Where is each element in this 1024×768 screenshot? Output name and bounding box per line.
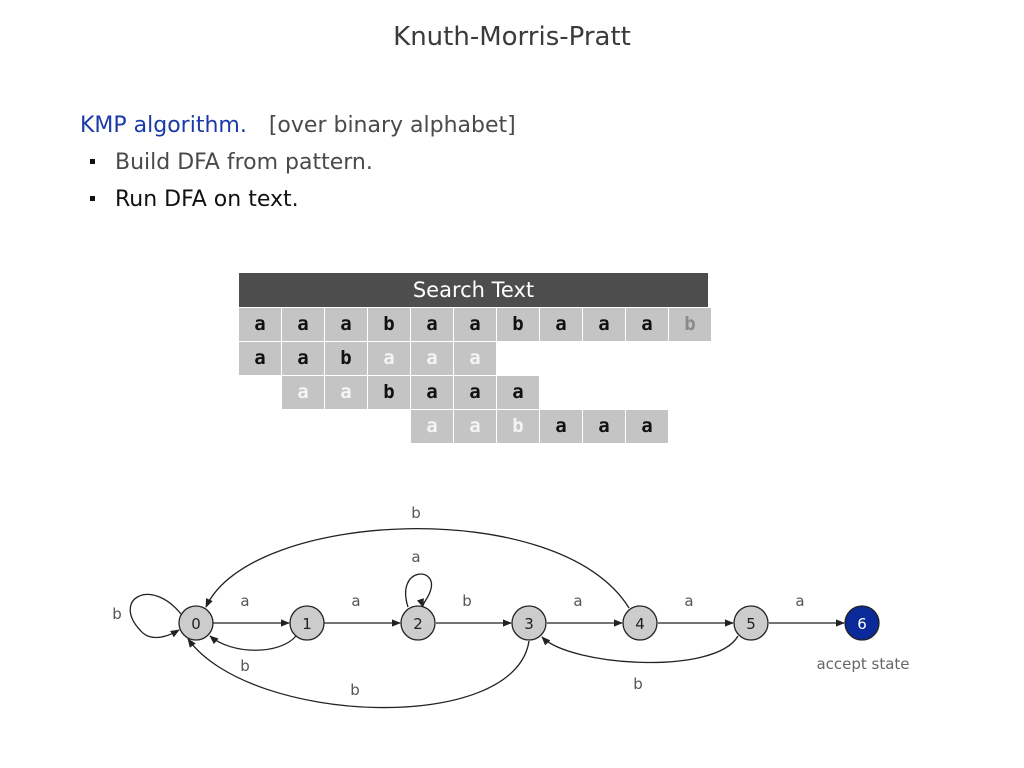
label-t10: b xyxy=(240,657,250,675)
state-2: 2 xyxy=(400,605,436,641)
label-t30: b xyxy=(350,681,360,699)
label-t00: b xyxy=(112,605,122,623)
text-cell: b xyxy=(497,410,539,443)
section-heading: KMP algorithm. [over binary alphabet] xyxy=(80,113,516,138)
edge-5-3 xyxy=(541,635,739,664)
edge-1-0 xyxy=(209,635,297,651)
text-cell: a xyxy=(411,342,453,375)
label-t01: a xyxy=(240,592,249,610)
svg-text:5: 5 xyxy=(746,615,756,633)
text-cell: a xyxy=(239,342,281,375)
svg-text:6: 6 xyxy=(857,615,867,633)
text-cell: b xyxy=(669,308,711,341)
text-cell: a xyxy=(325,308,367,341)
text-cell: a xyxy=(454,376,496,409)
label-t12: a xyxy=(351,592,360,610)
text-cell: b xyxy=(325,342,367,375)
label-t45: a xyxy=(684,592,693,610)
text-cell: a xyxy=(325,376,367,409)
svg-text:0: 0 xyxy=(191,615,201,633)
edge-3-0 xyxy=(187,638,530,709)
bullet-item: Run DFA on text. xyxy=(90,187,299,212)
text-cell: a xyxy=(454,342,496,375)
text-cell: a xyxy=(540,308,582,341)
text-cell: a xyxy=(411,376,453,409)
bullet-icon xyxy=(90,158,95,164)
bullet-icon xyxy=(90,195,95,201)
text-cell: a xyxy=(626,410,668,443)
text-cell: b xyxy=(368,376,410,409)
text-cell: a xyxy=(454,410,496,443)
svg-text:1: 1 xyxy=(302,615,312,633)
label-t22: a xyxy=(411,548,420,566)
label-t40: b xyxy=(411,504,421,522)
dfa-diagram: a a b a a a b a b b b b 0 1 2 3 4 5 6 ac… xyxy=(112,504,910,709)
text-cell: a xyxy=(282,376,324,409)
svg-text:2: 2 xyxy=(413,615,423,633)
text-cell: a xyxy=(282,342,324,375)
text-cell: a xyxy=(583,410,625,443)
text-cell: a xyxy=(411,410,453,443)
edge-4-0 xyxy=(205,528,630,609)
edge-2-2 xyxy=(405,573,433,608)
state-3: 3 xyxy=(511,605,547,641)
text-cell: a xyxy=(583,308,625,341)
text-cell: a xyxy=(540,410,582,443)
edge-0-0 xyxy=(129,593,182,639)
label-t56: a xyxy=(795,592,804,610)
state-6-accept: 6 xyxy=(844,605,880,641)
label-t34: a xyxy=(573,592,582,610)
state-1: 1 xyxy=(289,605,325,641)
heading-label: KMP algorithm. xyxy=(80,113,247,138)
svg-text:4: 4 xyxy=(635,615,645,633)
text-cell: b xyxy=(497,308,539,341)
label-t23: b xyxy=(462,592,472,610)
slide-title: Knuth-Morris-Pratt xyxy=(393,22,631,52)
svg-text:3: 3 xyxy=(524,615,534,633)
text-cell: a xyxy=(497,376,539,409)
state-0: 0 xyxy=(178,605,214,641)
search-text-header: Search Text xyxy=(239,273,708,307)
text-cell: a xyxy=(368,342,410,375)
state-5: 5 xyxy=(733,605,769,641)
text-cell: a xyxy=(411,308,453,341)
text-cell: b xyxy=(368,308,410,341)
state-4: 4 xyxy=(622,605,658,641)
bullet-item: Build DFA from pattern. xyxy=(90,150,373,175)
accept-state-label: accept state xyxy=(816,655,909,673)
text-cell: a xyxy=(626,308,668,341)
text-cell: a xyxy=(282,308,324,341)
text-cell: a xyxy=(239,308,281,341)
label-t53: b xyxy=(633,675,643,693)
heading-note: [over binary alphabet] xyxy=(268,113,516,138)
text-cell: a xyxy=(454,308,496,341)
